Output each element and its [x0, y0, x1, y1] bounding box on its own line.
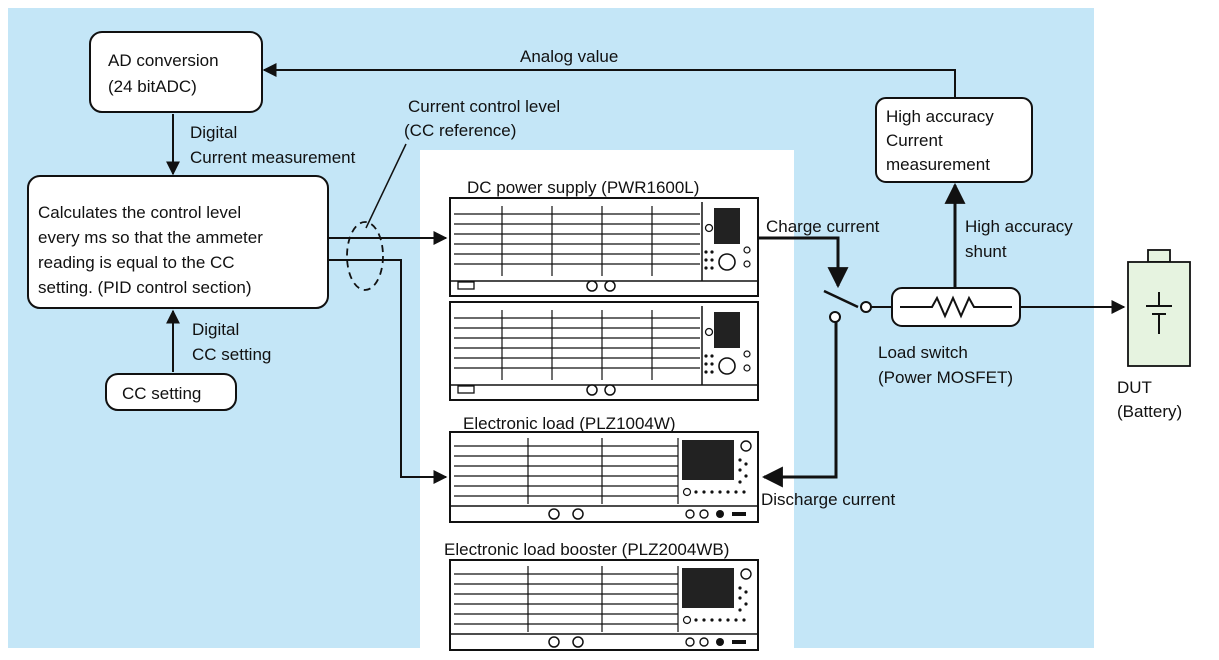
control-to-load-arrow	[328, 259, 448, 484]
digital-cc-label-1: Digital	[192, 320, 239, 339]
pid-control-line-1: Calculates the control level	[38, 203, 241, 222]
power-supply-unit-icon	[449, 301, 759, 401]
cc-reference-label-2: (CC reference)	[404, 121, 516, 140]
ad-conversion-line-2: (24 bitADC)	[108, 77, 197, 96]
charge-current-label: Charge current	[766, 217, 880, 236]
ad-conversion-box: AD conversion (24 bitADC)	[89, 31, 263, 113]
current-measurement-box: High accuracy Current measurement	[875, 97, 1033, 183]
analog-value-arrow	[262, 63, 956, 98]
digital-cc-label-2: CC setting	[192, 345, 271, 364]
electronic-load-title: Electronic load (PLZ1004W)	[463, 414, 676, 433]
dc-power-supply-title: DC power supply (PWR1600L)	[467, 178, 699, 197]
dut-label-1: DUT	[1117, 378, 1152, 397]
load-switch-label-2: (Power MOSFET)	[878, 368, 1013, 387]
analog-value-label: Analog value	[520, 47, 618, 66]
switch-icon	[823, 289, 872, 323]
digital-measurement-label-2: Current measurement	[190, 148, 356, 167]
load-switch-label-1: Load switch	[878, 343, 968, 362]
high-accuracy-shunt-label-2: shunt	[965, 242, 1007, 261]
power-supply-unit-icon	[449, 197, 759, 297]
cc-setting-text: CC setting	[122, 384, 201, 403]
signal-bundle-ellipse	[346, 221, 384, 291]
resistor-icon	[891, 287, 1021, 327]
high-accuracy-shunt-label-1: High accuracy	[965, 217, 1073, 236]
electronic-load-unit-icon	[449, 559, 759, 651]
charge-current-arrow	[758, 236, 849, 289]
dut-label-2: (Battery)	[1117, 402, 1182, 421]
pid-control-line-4: setting. (PID control section)	[38, 278, 252, 297]
discharge-current-arrow	[761, 322, 838, 488]
current-measurement-line-1: High accuracy	[886, 107, 994, 126]
digital-measurement-label-1: Digital	[190, 123, 237, 142]
ad-conversion-line-1: AD conversion	[108, 51, 219, 70]
pid-control-box: Calculates the control level every ms so…	[27, 175, 329, 309]
cc-reference-label-1: Current control level	[408, 97, 560, 116]
electronic-load-booster-title: Electronic load booster (PLZ2004WB)	[444, 540, 729, 559]
cc-reference-leader	[365, 143, 407, 229]
cc-setting-box: CC setting	[105, 373, 237, 411]
pid-control-line-2: every ms so that the ammeter	[38, 228, 263, 247]
discharge-current-label: Discharge current	[761, 490, 895, 509]
current-measurement-line-2: Current	[886, 131, 943, 150]
battery-icon	[1127, 249, 1191, 367]
electronic-load-unit-icon	[449, 431, 759, 523]
pid-control-line-3: reading is equal to the CC	[38, 253, 235, 272]
current-measurement-line-3: measurement	[886, 155, 990, 174]
